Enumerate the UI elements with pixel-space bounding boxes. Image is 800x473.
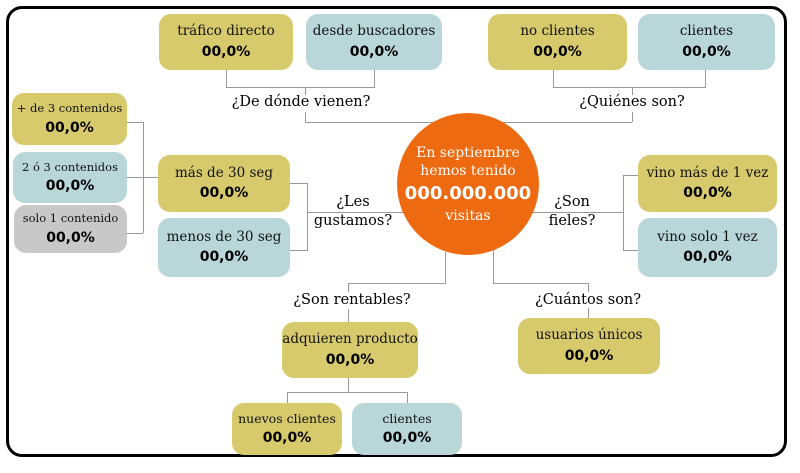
question-line: ¿Son [554,194,590,210]
connector-line [226,87,375,88]
connector-line [588,308,589,318]
connector-line [307,183,308,251]
question-line: fieles? [548,213,596,229]
question-son-rentables: ¿Son rentables? [293,292,411,308]
connector-line [493,250,494,283]
connector-line [623,175,624,251]
box-value: 00,0% [683,249,732,266]
box-adquieren-producto: adquieren producto 00,0% [282,322,418,378]
box-value: 00,0% [349,43,399,60]
question-les-gustamos: ¿Les gustamos? [314,193,392,231]
diagram-border-frame [6,6,787,457]
connector-line [290,250,307,251]
box-label: usuarios únicos [535,327,643,344]
box-label: más de 30 seg [174,164,274,181]
question-line: gustamos? [313,213,393,229]
central-visits-node: En septiembre hemos tenido 000.000.000 v… [397,113,539,255]
connector-line [226,70,227,87]
connector-line [553,87,706,88]
box-label: adquieren producto [282,331,418,348]
box-value: 00,0% [199,249,249,266]
connector-line [445,252,446,283]
center-visits-unit: visitas [445,207,491,224]
box-mas-de-30-seg: más de 30 seg 00,0% [158,155,290,212]
box-label: no clientes [520,23,595,40]
connector-line [348,283,446,284]
connector-line [495,212,623,213]
connector-line [127,233,143,234]
box-vino-solo-1-vez: vino solo 1 vez 00,0% [638,218,777,277]
connector-line [287,392,288,403]
box-value: 00,0% [683,185,732,202]
box-label: desde buscadores [312,23,436,40]
question-line: ¿Les [336,194,370,210]
connector-line [374,70,375,87]
box-value: 00,0% [201,43,251,60]
question-cuantos-son: ¿Cuántos son? [534,292,642,308]
box-value: 00,0% [45,119,94,136]
box-label: vino más de 1 vez [646,164,769,181]
box-label: 2 ó 3 contenidos [22,159,118,174]
box-nuevos-clientes: nuevos clientes 00,0% [232,403,342,455]
box-vino-mas-de-1-vez: vino más de 1 vez 00,0% [638,155,777,212]
box-value: 00,0% [564,347,614,364]
connector-line [348,378,349,392]
connector-line [127,177,158,178]
connector-line [407,392,408,403]
connector-line [348,309,349,322]
box-trafico-directo: tráfico directo 00,0% [159,14,293,70]
box-label: clientes [382,410,432,426]
box-value: 00,0% [45,178,95,195]
box-label: vino solo 1 vez [657,228,758,245]
connector-line [307,212,442,213]
box-label: clientes [679,23,734,40]
connector-line [495,122,632,123]
box-solo-1-contenido: solo 1 contenido 00,0% [14,205,127,253]
box-no-clientes: no clientes 00,0% [488,14,627,70]
connector-line [493,283,589,284]
connector-line [623,175,638,176]
question-quienes-son: ¿Quiénes son? [579,94,685,110]
connector-line [553,70,554,87]
box-value: 00,0% [46,229,95,246]
box-label: + de 3 contenidos [16,101,123,116]
box-value: 00,0% [382,430,432,447]
box-clientes-top: clientes 00,0% [638,14,775,70]
box-clientes-bottom: clientes 00,0% [352,403,462,455]
box-label: nuevos clientes [238,410,336,426]
connector-line [305,112,306,122]
connector-line [632,87,633,95]
center-text-line1: En septiembre [416,144,520,161]
box-menos-de-30-seg: menos de 30 seg 00,0% [158,218,290,277]
connector-line [287,392,408,393]
box-usuarios-unicos: usuarios únicos 00,0% [518,318,660,374]
connector-line [127,122,143,123]
connector-line [632,112,633,122]
box-label: tráfico directo [177,23,275,40]
box-desde-buscadores: desde buscadores 00,0% [306,14,442,70]
box-value: 00,0% [262,430,312,447]
box-value: 00,0% [325,351,375,368]
box-label: menos de 30 seg [166,228,282,245]
connector-line [588,283,589,292]
center-text-line2: hemos tenido [420,162,516,179]
box-label: solo 1 contenido [22,211,119,226]
connector-line [623,250,638,251]
question-son-fieles: ¿Son fieles? [549,193,596,231]
box-mas-de-3-contenidos: + de 3 contenidos 00,0% [12,93,127,145]
box-value: 00,0% [199,185,249,202]
question-de-donde-vienen: ¿De dónde vienen? [231,94,371,110]
connector-line [705,70,706,87]
center-visits-value: 000.000.000 [404,182,532,204]
connector-line [290,183,307,184]
connector-line [305,122,445,123]
box-2-o-3-contenidos: 2 ó 3 contenidos 00,0% [13,152,127,203]
box-value: 00,0% [682,43,731,60]
connector-line [348,283,349,292]
box-value: 00,0% [533,43,582,60]
connector-line [305,87,306,95]
